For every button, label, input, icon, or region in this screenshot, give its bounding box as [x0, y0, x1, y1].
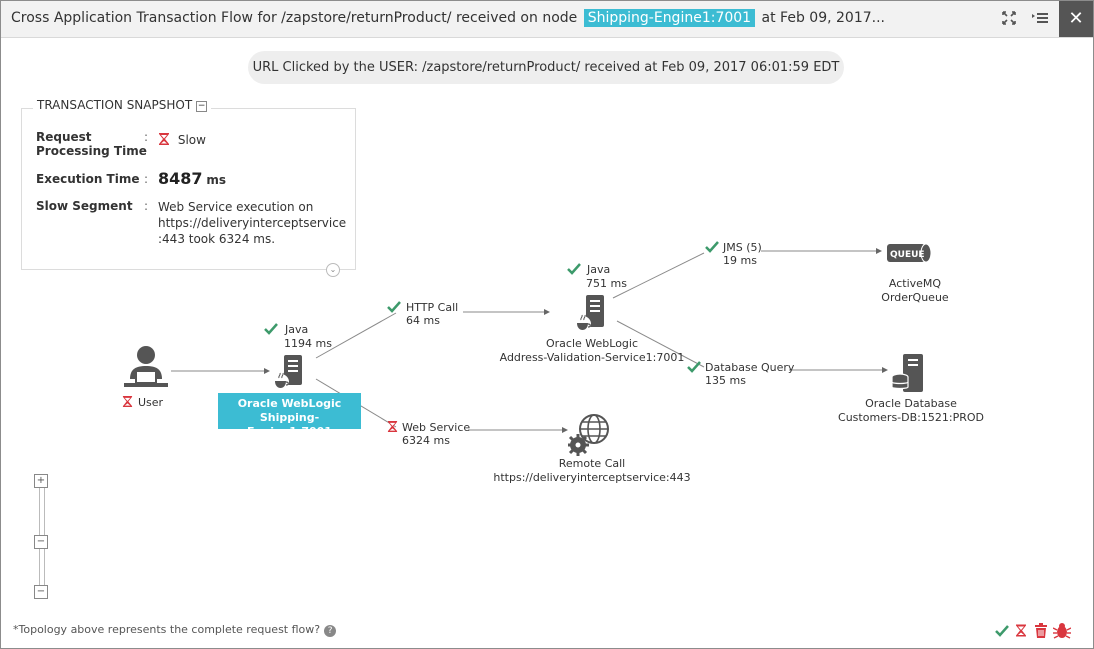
fullscreen-icon[interactable]: [1001, 10, 1019, 28]
title-node-badge: Shipping-Engine1:7001: [583, 9, 756, 27]
activemq-title-1: ActiveMQ: [888, 277, 942, 290]
address-metric-time: 751 ms: [586, 277, 627, 290]
title-prefix: Cross Application Transaction Flow for /…: [11, 10, 578, 26]
snapshot-collapse-button[interactable]: −: [196, 101, 208, 112]
user-slow-hourglass-icon: [122, 395, 133, 411]
queue-icon-text: QUEUE: [890, 250, 925, 260]
execution-time-unit: ms: [206, 173, 227, 187]
database-query-time: 135 ms: [705, 374, 746, 387]
user-icon[interactable]: [122, 345, 170, 392]
window-title: Cross Application Transaction Flow for /…: [11, 9, 885, 27]
activemq-node-title[interactable]: ActiveMQ OrderQueue: [861, 277, 969, 305]
remote-call-title-1: Remote Call: [558, 457, 626, 470]
feedback-icons: [995, 622, 1075, 642]
oracle-db-title-2: Customers-DB:1521:PROD: [838, 411, 984, 424]
globe-gear-icon[interactable]: [567, 413, 612, 460]
shipping-metric-type: Java: [285, 323, 309, 336]
slow-segment-label: Slow Segment: [36, 199, 133, 213]
zoom-control: + − −: [34, 474, 48, 599]
jms-label[interactable]: JMS (5): [723, 241, 762, 254]
http-call-time: 64 ms: [406, 314, 440, 327]
oracle-database-node-title[interactable]: Oracle Database Customers-DB:1521:PROD: [826, 397, 996, 425]
remote-call-title: Remote Call https://deliveryinterceptser…: [492, 457, 692, 485]
request-processing-value: Slow: [158, 132, 206, 149]
feedback-bug-icon[interactable]: [1052, 623, 1072, 641]
user-label: User: [138, 396, 164, 409]
slow-segment-line1: Web Service execution on: [158, 200, 314, 214]
jms-time: 19 ms: [723, 254, 757, 267]
queue-icon[interactable]: QUEUE: [886, 242, 932, 267]
execution-time-value: 8487 ms: [158, 169, 226, 188]
footnote-text: *Topology above represents the complete …: [13, 623, 321, 636]
shipping-metric-time: 1194 ms: [284, 337, 332, 350]
http-ok-check-icon: [387, 301, 401, 316]
web-service-label[interactable]: Web Service: [402, 421, 471, 434]
snapshot-colon: :: [144, 172, 149, 186]
remote-call-title-2: https://deliveryinterceptservice:443: [493, 471, 691, 484]
request-label-line2: Processing Time: [36, 144, 147, 158]
snapshot-colon: :: [144, 130, 149, 144]
web-service-time: 6324 ms: [402, 434, 450, 447]
address-metric-type: Java: [587, 263, 611, 276]
menu-list-icon[interactable]: [1031, 10, 1049, 28]
java-server-icon[interactable]: [271, 354, 305, 393]
request-processing-label: Request Processing Time: [36, 130, 147, 158]
slow-segment-line3: :443 took 6324 ms.: [158, 232, 276, 246]
title-suffix: at Feb 09, 2017...: [761, 10, 885, 26]
request-label-line1: Request: [36, 130, 92, 144]
zoom-in-button[interactable]: +: [34, 474, 48, 488]
execution-time-label: Execution Time: [36, 172, 140, 186]
dbquery-ok-check-icon: [687, 361, 701, 376]
snapshot-legend: TRANSACTION SNAPSHOT−: [33, 98, 212, 112]
hourglass-icon: [158, 132, 170, 149]
zoom-out-button[interactable]: −: [34, 585, 48, 599]
address-ok-check-icon: [567, 263, 581, 278]
database-query-label[interactable]: Database Query: [705, 361, 795, 374]
http-call-label[interactable]: HTTP Call: [406, 301, 459, 314]
shipping-node-title-2: Shipping-Engine1:7001: [247, 411, 332, 438]
slow-segment-line2: https://deliveryinterceptservice: [158, 216, 347, 230]
shipping-engine-node[interactable]: Oracle WebLogic Shipping-Engine1:7001: [218, 393, 361, 438]
zoom-slider-handle[interactable]: −: [34, 535, 48, 549]
jms-ok-check-icon: [705, 241, 719, 256]
activemq-title-2: OrderQueue: [881, 291, 949, 304]
topology-footnote: *Topology above represents the complete …: [13, 623, 337, 637]
oracle-db-title-1: Oracle Database: [865, 397, 957, 410]
request-processing-status: Slow: [177, 133, 206, 147]
snapshot-title: TRANSACTION SNAPSHOT: [37, 98, 193, 112]
shipping-ok-check-icon: [264, 323, 278, 338]
feedback-check-icon[interactable]: [995, 625, 1013, 643]
slow-segment-value: Web Service execution on https://deliver…: [158, 199, 346, 247]
feedback-hourglass-icon[interactable]: [1015, 623, 1033, 641]
shipping-node-title-1: Oracle WebLogic: [237, 397, 342, 410]
help-icon[interactable]: ?: [324, 625, 337, 637]
address-node-title-1: Oracle WebLogic: [545, 337, 639, 350]
snapshot-colon: :: [144, 199, 149, 213]
webservice-slow-hourglass-icon: [387, 420, 398, 436]
title-bar: Cross Application Transaction Flow for /…: [1, 1, 1093, 38]
feedback-trash-icon[interactable]: [1034, 623, 1052, 641]
snapshot-expand-button[interactable]: ⌄: [326, 263, 340, 277]
address-node-title-2: Address-Validation-Service1:7001: [499, 351, 685, 364]
address-validation-node-title[interactable]: Oracle WebLogic Address-Validation-Servi…: [492, 337, 692, 365]
close-button[interactable]: ✕: [1059, 1, 1093, 37]
database-server-icon[interactable]: [891, 353, 927, 396]
url-banner: URL Clicked by the USER: /zapstore/retur…: [248, 51, 844, 84]
java-server-icon[interactable]: [573, 294, 607, 335]
execution-time-number: 8487: [158, 169, 203, 188]
